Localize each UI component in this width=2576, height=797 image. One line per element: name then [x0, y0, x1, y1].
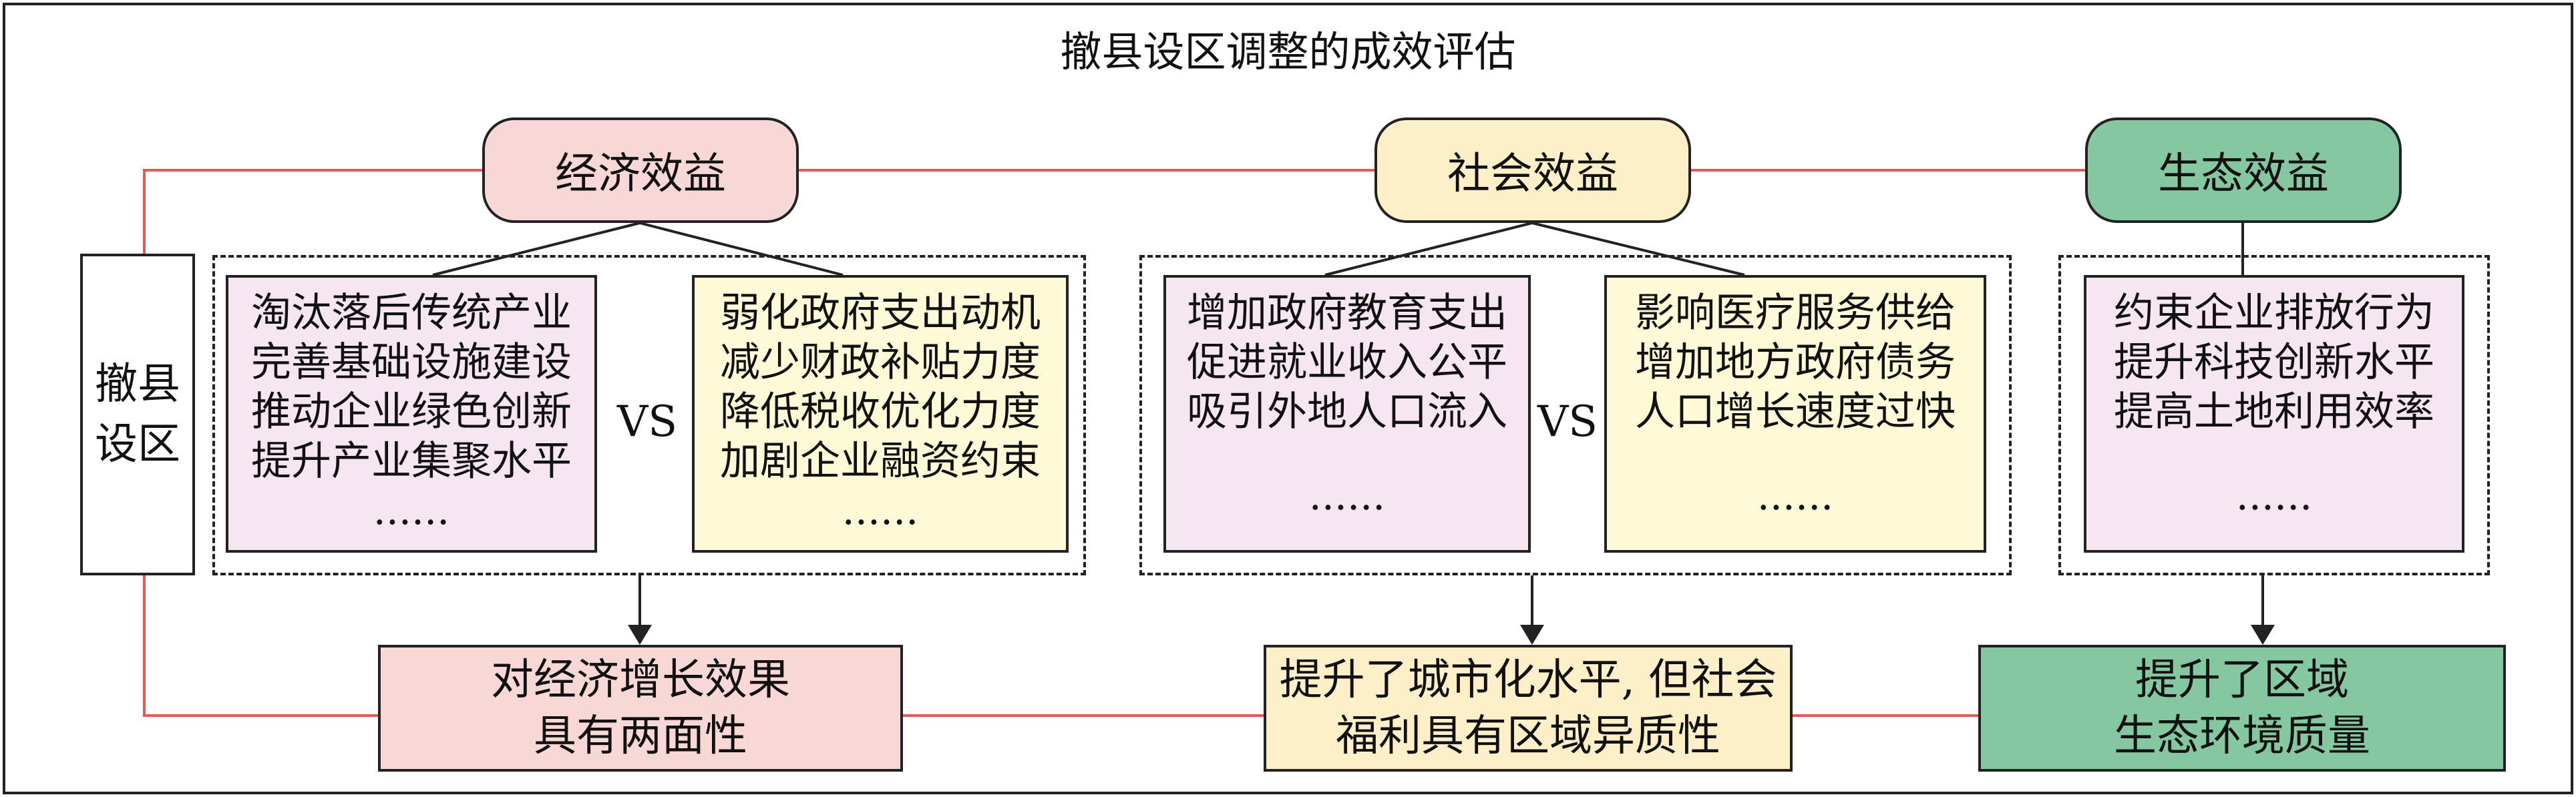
econ-branch-left — [432, 222, 640, 276]
left-label-line: 设区 — [95, 420, 180, 469]
ecological-outcome-box: 提升了区域 生态环境质量 — [1978, 645, 2506, 772]
box-line: 降低税收优化力度 — [720, 388, 1041, 435]
outcome-line: 生态环境质量 — [2114, 712, 2370, 761]
social-benefit-node: 社会效益 — [1374, 117, 1691, 223]
box-line: 淘汰落后传统产业 — [251, 290, 572, 336]
diagram-title: 撤县设区调整的成效评估 — [1060, 27, 1516, 76]
social-negative-box: 影响医疗服务供给 增加地方政府债务 人口增长速度过快 ...... — [1604, 275, 1986, 553]
box-line: 完善基础设施建设 — [251, 339, 572, 386]
outcome-line: 提升了城市化水平, 但社会 — [1279, 655, 1777, 705]
outcome-line: 提升了区域 — [2135, 655, 2349, 705]
left-label-line: 撤县 — [95, 360, 180, 409]
box-line: 促进就业收入公平 — [1187, 339, 1507, 386]
box-line: ...... — [1308, 473, 1386, 519]
economic-outcome-box: 对经济增长效果 具有两面性 — [378, 645, 903, 772]
social-dashed-group — [1139, 255, 2012, 575]
box-line: ...... — [842, 487, 919, 534]
social-outcome-box: 提升了城市化水平, 但社会 福利具有区域异质性 — [1264, 645, 1793, 772]
econ-branch-right — [639, 222, 844, 276]
diagram-frame — [3, 3, 2573, 794]
box-line: ...... — [2235, 473, 2313, 519]
ecological-benefit-node: 生态效益 — [2085, 117, 2402, 223]
social-positive-box: 增加政府教育支出 促进就业收入公平 吸引外地人口流入 ...... — [1163, 275, 1531, 553]
social-branch-left — [1324, 222, 1533, 276]
social-arrowhead — [1520, 625, 1544, 645]
economic-benefit-node: 经济效益 — [482, 117, 799, 223]
red-connectors — [143, 169, 2085, 717]
box-line: 增加政府教育支出 — [1187, 290, 1507, 336]
outcome-line: 对经济增长效果 — [491, 655, 790, 705]
bottom-red-line — [143, 575, 378, 717]
social-branch-right — [1531, 222, 1745, 276]
eco-arrowhead — [2251, 625, 2275, 645]
box-line: 推动企业绿色创新 — [251, 388, 572, 435]
left-label-box: 撤县 设区 — [80, 254, 195, 575]
box-line: 弱化政府支出动机 — [720, 290, 1041, 336]
econ-arrowhead — [628, 625, 652, 645]
ecological-box: 约束企业排放行为 提升科技创新水平 提高土地利用效率 ...... — [2084, 275, 2464, 553]
box-line: 影响医疗服务供给 — [1635, 290, 1956, 336]
outcome-line: 具有两面性 — [534, 712, 747, 761]
box-line: 吸引外地人口流入 — [1187, 388, 1507, 435]
box-line: 提升产业集聚水平 — [251, 438, 572, 485]
box-line: 减少财政补贴力度 — [720, 339, 1041, 386]
economic-negative-box: 弱化政府支出动机 减少财政补贴力度 降低税收优化力度 加剧企业融资约束 ....… — [692, 275, 1069, 553]
economic-positive-box: 淘汰落后传统产业 完善基础设施建设 推动企业绿色创新 提升产业集聚水平 ....… — [226, 275, 597, 553]
arrowheads — [628, 625, 2275, 645]
economic-dashed-group — [212, 255, 1086, 575]
box-line: ...... — [373, 487, 450, 534]
box-line: 加剧企业融资约束 — [720, 438, 1041, 485]
top-red-line — [143, 169, 482, 254]
box-line: 约束企业排放行为 — [2114, 290, 2434, 336]
box-line: 提升科技创新水平 — [2114, 339, 2434, 386]
ecological-dashed-group — [2058, 255, 2490, 575]
tree-lines — [432, 222, 2264, 627]
outcome-line: 福利具有区域异质性 — [1336, 712, 1720, 761]
box-line: 增加地方政府债务 — [1635, 339, 1956, 386]
box-line: ...... — [1757, 473, 1834, 519]
economic-vs-label: VS — [617, 397, 678, 447]
social-vs-label: VS — [1537, 397, 1598, 447]
box-line: 人口增长速度过快 — [1635, 388, 1956, 435]
box-line: 提高土地利用效率 — [2114, 388, 2434, 435]
